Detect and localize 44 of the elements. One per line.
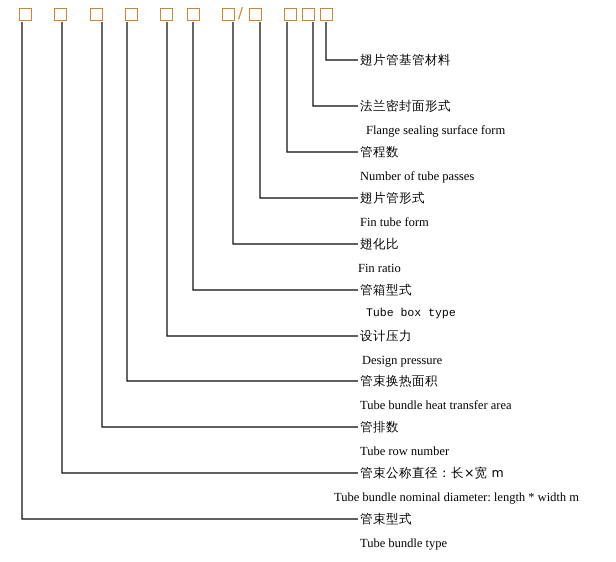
leader-line	[325, 22, 358, 61]
code-translation: Number of tube passes	[360, 168, 474, 184]
code-translation: Design pressure	[362, 352, 442, 368]
code-box	[320, 8, 333, 21]
code-translation: Flange sealing surface form	[366, 122, 506, 138]
separator-slash: /	[238, 4, 244, 22]
code-box	[90, 8, 103, 21]
code-box	[125, 8, 138, 21]
leader-line	[286, 22, 358, 153]
leader-line	[21, 22, 358, 520]
code-translation: Tube bundle nominal diameter: length * width m	[334, 489, 579, 505]
leader-line	[101, 22, 358, 428]
code-translation: Tube bundle type	[360, 535, 448, 551]
code-description: 管束公称直径：长×宽 m	[360, 465, 504, 481]
leader-line	[126, 22, 358, 382]
code-translation: Tube bundle heat transfer area	[360, 397, 512, 413]
code-description: 管程数	[360, 144, 399, 160]
code-description: 管排数	[360, 419, 399, 435]
code-box	[222, 8, 235, 21]
code-translation: Tube box type	[366, 306, 456, 322]
code-description: 翅化比	[360, 236, 399, 252]
code-translation: Fin tube form	[360, 214, 429, 230]
code-box	[19, 8, 32, 21]
code-translation: Tube row number	[360, 443, 450, 459]
code-box	[187, 8, 200, 21]
code-box	[302, 8, 315, 21]
code-description: 翅片管基管材料	[360, 52, 451, 68]
code-box	[284, 8, 297, 21]
code-box	[54, 8, 67, 21]
code-box	[160, 8, 173, 21]
leader-line	[232, 22, 358, 245]
leader-line	[312, 22, 358, 107]
code-description: 翅片管形式	[360, 190, 425, 206]
code-description: 法兰密封面形式	[360, 98, 451, 114]
leader-line	[61, 22, 358, 474]
leader-line	[166, 22, 358, 337]
code-description: 设计压力	[360, 328, 412, 344]
code-description: 管束型式	[360, 511, 412, 527]
code-description: 管箱型式	[360, 282, 412, 298]
leader-line	[192, 22, 358, 291]
code-description: 管束换热面积	[360, 373, 438, 389]
code-translation: Fin ratio	[358, 260, 401, 276]
code-box	[249, 8, 262, 21]
leader-line	[259, 22, 358, 199]
